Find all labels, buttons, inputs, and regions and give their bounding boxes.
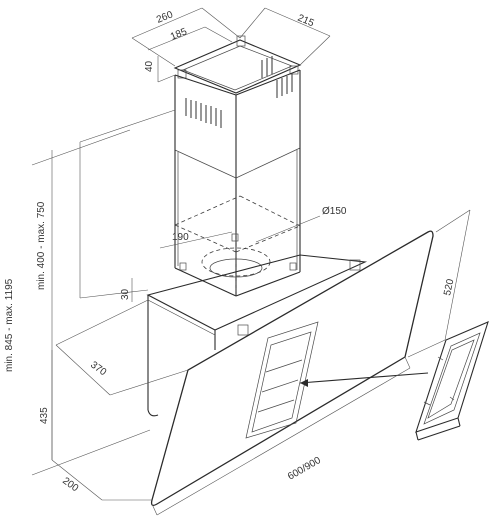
dim-label-185: 185 [169,26,189,43]
control-unit-detail [415,321,489,441]
hidden-duct-outlet [174,195,301,296]
dim-label-200: 200 [60,476,80,495]
dim-label-duct-outlet: Ø150 [322,206,347,217]
dim-label-190: 190 [172,232,189,243]
vent-slots-right [261,56,293,98]
dim-label-435: 435 [39,407,50,424]
dim-label-520: 520 [442,278,456,297]
dim-label-260: 260 [155,9,175,26]
hood-body [146,254,368,417]
dim-label-600-900: 600/900 [286,455,323,483]
chimney-top-bracket [173,35,302,94]
dim-label-370: 370 [88,360,108,379]
glass-front-panel [150,230,434,506]
detail-arrow [299,372,429,387]
upper-chimney [174,69,301,179]
control-panel [245,321,319,439]
dim-label-chimney-height: min. 400 - max. 750 [36,201,47,290]
dim-label-40: 40 [144,60,155,72]
dim-label-total-height: min. 845 - max. 1195 [4,278,15,372]
dim-label-30: 30 [120,288,131,300]
vent-slots-left [185,98,222,128]
lower-chimney [174,148,301,297]
dimension-lines [31,7,471,516]
dim-label-215: 215 [296,13,316,30]
